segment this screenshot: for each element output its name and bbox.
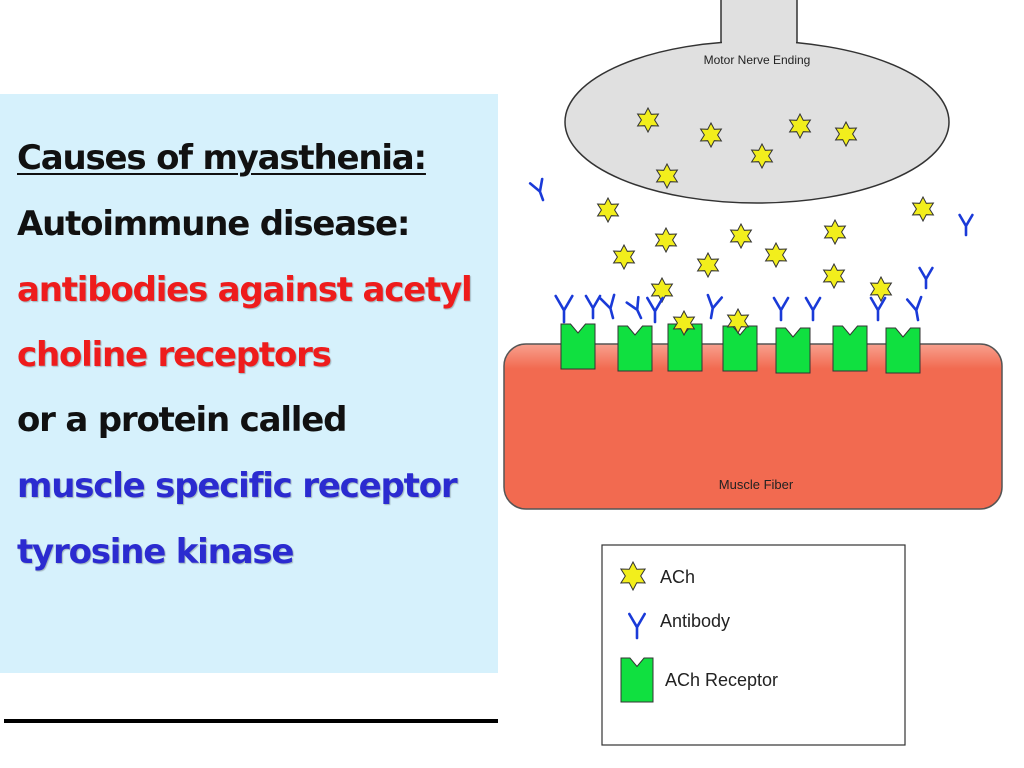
ach-star-icon: [869, 275, 893, 303]
musk-line: muscle specific receptor: [17, 466, 458, 506]
ach-star-icon: [699, 121, 723, 149]
antibody-icon: [646, 296, 664, 324]
autoimmune-line: Autoimmune disease:: [17, 204, 410, 244]
ach-star-icon: [655, 162, 679, 190]
ach-receptor-icon: [560, 323, 596, 370]
ach-star-icon: [650, 276, 674, 304]
antibody-shape: [599, 293, 616, 320]
legend-antibody-label: Antibody: [660, 611, 730, 631]
ach-star-icon: [654, 226, 678, 254]
ach-star-icon: [750, 142, 774, 170]
ach-group: [596, 106, 935, 337]
antibody-icon: [772, 296, 790, 322]
ach-star-icon: [911, 195, 935, 223]
nmj-diagram-svg: Motor Nerve Ending Muscle Fiber ACh Anti…: [503, 0, 1003, 746]
nerve-label: Motor Nerve Ending: [704, 53, 811, 67]
ach-receptor-icon: [620, 657, 654, 703]
kinase-line: tyrosine kinase: [17, 532, 294, 572]
heading: Causes of myasthenia:: [17, 138, 427, 178]
antibodies-line: antibodies against acetyl: [17, 270, 473, 310]
antibody-icon: [599, 293, 616, 320]
antibody-shape: [528, 177, 545, 202]
ach-star-icon: [619, 560, 647, 592]
antibody-icon: [918, 266, 934, 290]
protein-line: or a protein called: [17, 400, 347, 440]
legend-items: [619, 560, 654, 703]
bottom-rule: [4, 719, 498, 723]
antibody-shape: [869, 296, 887, 322]
antibody-shape: [628, 612, 646, 640]
antibody-shape: [584, 294, 602, 320]
antibody-shape: [772, 296, 790, 322]
antibody-shape: [554, 294, 574, 324]
ach-star-icon: [823, 218, 847, 246]
antibody-shape: [918, 266, 934, 290]
receptors-line: choline receptors: [17, 335, 332, 375]
antibody-shape: [905, 295, 923, 322]
legend-receptor-label: ACh Receptor: [665, 670, 778, 690]
antibody-icon: [869, 296, 887, 322]
ach-star-icon: [729, 222, 753, 250]
antibody-icon: [905, 295, 923, 322]
ach-star-icon: [834, 120, 858, 148]
antibody-icon: [804, 296, 822, 322]
legend-ach-label: ACh: [660, 567, 695, 587]
antibody-icon: [554, 294, 574, 324]
antibody-shape: [804, 296, 822, 322]
antibody-shape: [646, 296, 664, 324]
diagram: Motor Nerve Ending Muscle Fiber ACh Anti…: [498, 0, 1024, 768]
antibody-shape: [625, 295, 643, 320]
antibody-icon: [528, 177, 545, 202]
receptor-group: [560, 323, 921, 374]
ach-star-icon: [596, 196, 620, 224]
legend-box: [601, 544, 906, 746]
ach-star-icon: [822, 262, 846, 290]
antibody-icon: [584, 294, 602, 320]
ach-star-icon: [788, 112, 812, 140]
antibody-icon: [706, 293, 724, 320]
ach-receptor-icon: [885, 327, 921, 374]
ach-star-icon: [636, 106, 660, 134]
ach-receptor-icon: [775, 327, 811, 374]
ach-star-icon: [696, 251, 720, 279]
ach-star-icon: [726, 307, 750, 335]
ach-receptor-icon: [722, 325, 758, 372]
muscle-label: Muscle Fiber: [719, 477, 794, 492]
text-panel: [0, 94, 498, 673]
ach-receptor-icon: [617, 325, 653, 372]
ach-star-icon: [764, 241, 788, 269]
antibody-icon: [625, 295, 643, 320]
ach-receptor-icon: [832, 325, 868, 372]
ach-star-icon: [672, 309, 696, 337]
antibody-shape: [706, 293, 724, 320]
antibody-group: [528, 177, 974, 324]
antibody-icon: [628, 612, 646, 640]
nerve-junction-fill: [722, 36, 796, 50]
ach-star-icon: [612, 243, 636, 271]
antibody-shape: [958, 213, 974, 237]
antibody-icon: [958, 213, 974, 237]
